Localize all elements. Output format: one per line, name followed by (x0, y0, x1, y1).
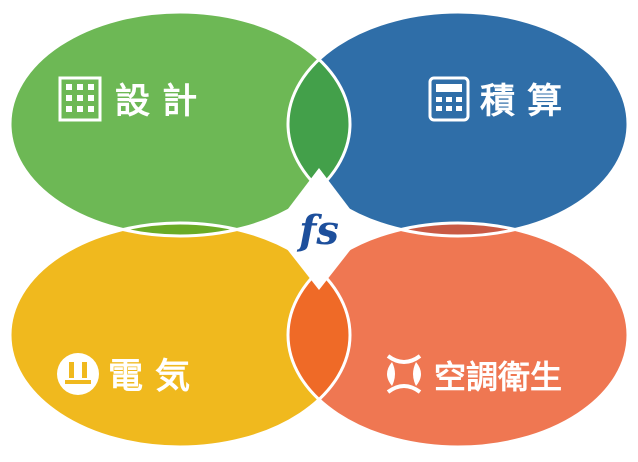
estimation-label: 積 算 (480, 82, 562, 122)
electrical-label: 電 気 (108, 357, 190, 397)
center-logo: fs (296, 207, 339, 254)
hvac-label: 空調衛生 (434, 358, 562, 396)
calculator-icon (428, 76, 470, 122)
hvac-icon (386, 354, 422, 394)
design-label: 設 計 (115, 82, 197, 122)
building-icon (58, 76, 102, 122)
plug-icon (57, 353, 99, 395)
center-diamond (272, 168, 366, 290)
